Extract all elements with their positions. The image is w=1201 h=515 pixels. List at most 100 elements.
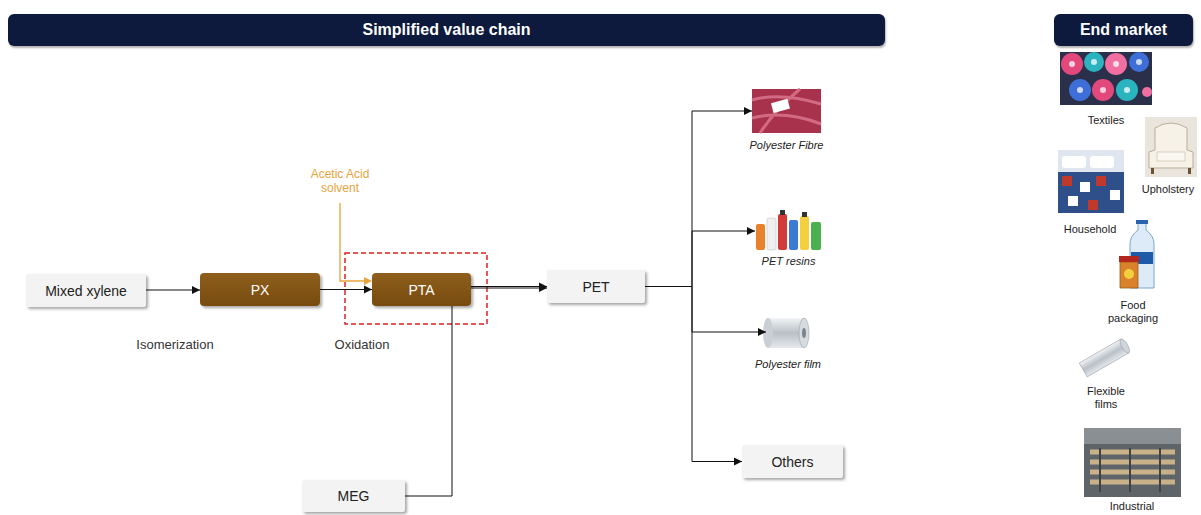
household-picture	[1090, 156, 1114, 168]
household-picture	[1088, 200, 1098, 210]
heading-band: End market	[1054, 14, 1193, 46]
resin-picture	[800, 216, 809, 250]
product-picture: Polyester Fibre	[752, 89, 821, 133]
household-picture	[1062, 176, 1072, 186]
process-box: PX	[200, 273, 320, 306]
node-text: MEG	[302, 480, 405, 512]
resin-picture	[811, 222, 821, 250]
connector-line	[645, 231, 755, 287]
food-packaging-picture	[1124, 269, 1134, 279]
node-text: PET	[547, 270, 645, 303]
arrow-head	[758, 328, 766, 336]
textiles-picture	[1142, 87, 1152, 97]
market-label: Food packaging	[1103, 299, 1163, 325]
household-picture	[1110, 190, 1120, 200]
textiles-picture	[1113, 61, 1119, 67]
textiles-picture	[1084, 52, 1104, 72]
product-box: PET	[547, 270, 645, 303]
node-label: PTA	[408, 282, 434, 298]
household-picture	[1068, 196, 1078, 206]
connector-line	[405, 287, 547, 497]
film-picture	[768, 318, 804, 348]
textiles-picture	[1092, 79, 1114, 101]
node-text: PTA	[372, 273, 471, 306]
product-picture: Polyester film	[766, 312, 810, 352]
node-label: End market	[1080, 21, 1167, 39]
upholstery-picture	[1145, 117, 1197, 177]
product-box: Others	[742, 445, 843, 478]
market-label: Industrial	[1097, 500, 1167, 513]
solvent-arrow	[340, 203, 366, 281]
arrow-head	[192, 286, 200, 294]
flexible-film-picture	[1079, 338, 1131, 377]
connector	[405, 283, 547, 497]
input-box: MEG	[302, 480, 405, 512]
film-picture	[763, 318, 773, 348]
film-picture	[802, 328, 806, 338]
industrial-picture	[1084, 428, 1181, 497]
solvent-arrow	[340, 203, 372, 285]
fibre-picture	[752, 89, 821, 133]
step-label: Isomerization	[120, 337, 230, 353]
textiles-picture	[1136, 59, 1142, 65]
fibre-picture	[771, 99, 790, 113]
household-picture	[1062, 156, 1086, 168]
title-text: Simplified value chain	[362, 21, 530, 39]
textiles-picture	[1060, 52, 1152, 105]
resin-picture	[802, 212, 807, 217]
textiles-picture	[1061, 53, 1083, 75]
food-packaging-picture	[1119, 220, 1154, 288]
connector-line	[645, 287, 742, 462]
market-label: Flexible films	[1080, 385, 1132, 411]
textiles-picture	[1091, 59, 1097, 65]
node-label: PX	[251, 282, 270, 298]
process-highlight	[345, 253, 487, 324]
textiles-picture	[1124, 87, 1130, 93]
arrow-head	[364, 286, 372, 294]
household-picture	[1096, 176, 1106, 186]
food-packaging-picture	[1120, 262, 1138, 288]
connector	[645, 287, 742, 466]
resin-picture	[778, 214, 787, 250]
market-label: Upholstery	[1138, 183, 1198, 196]
household-picture	[1080, 182, 1090, 192]
picture-caption: Polyester film	[755, 358, 821, 370]
node-text: End market	[1054, 14, 1193, 46]
connector-line	[471, 288, 547, 289]
upholstery-picture	[1188, 168, 1191, 174]
process-highlight	[345, 253, 487, 324]
input-box: Mixed xylene	[26, 274, 146, 307]
upholstery-picture	[1145, 117, 1197, 177]
industrial-picture	[1084, 428, 1181, 444]
step-label: Oxidation	[317, 337, 407, 353]
node-label: PET	[582, 279, 609, 295]
market-label: Household	[1055, 223, 1125, 236]
film-picture	[763, 318, 809, 348]
solvent-label: Acetic Acid solvent	[301, 167, 379, 196]
industrial-picture	[1090, 452, 1175, 482]
arrow-head	[539, 283, 547, 291]
industrial-picture	[1084, 428, 1181, 497]
node-text: PX	[200, 273, 320, 306]
connector	[320, 286, 372, 294]
fibre-picture	[752, 89, 821, 133]
textiles-picture	[1129, 52, 1149, 72]
node-text: Mixed xylene	[26, 274, 146, 307]
node-text: Others	[742, 445, 843, 478]
upholstery-picture	[1157, 152, 1185, 161]
resin-picture	[756, 210, 821, 250]
node-label: Mixed xylene	[45, 283, 127, 299]
resin-picture	[789, 220, 798, 250]
household-picture	[1058, 150, 1124, 213]
resin-picture	[756, 224, 765, 250]
node-label: Others	[771, 454, 813, 470]
connector-line	[645, 111, 752, 287]
market-label: Textiles	[1066, 114, 1146, 127]
textiles-picture	[1060, 52, 1152, 105]
arrow-head	[747, 227, 755, 235]
industrial-picture	[1100, 448, 1160, 492]
picture-caption: PET resins	[762, 255, 816, 267]
flexible-film-picture	[1079, 338, 1131, 377]
